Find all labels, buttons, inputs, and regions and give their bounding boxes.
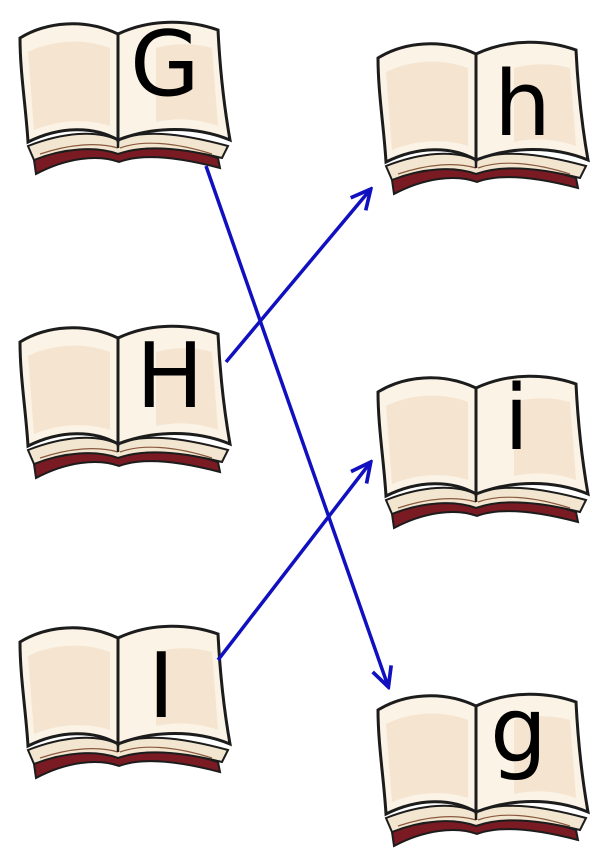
arrow-G-to-g <box>206 166 388 686</box>
arrow-H-to-h <box>226 190 370 362</box>
arrow-I-to-i <box>218 463 370 660</box>
